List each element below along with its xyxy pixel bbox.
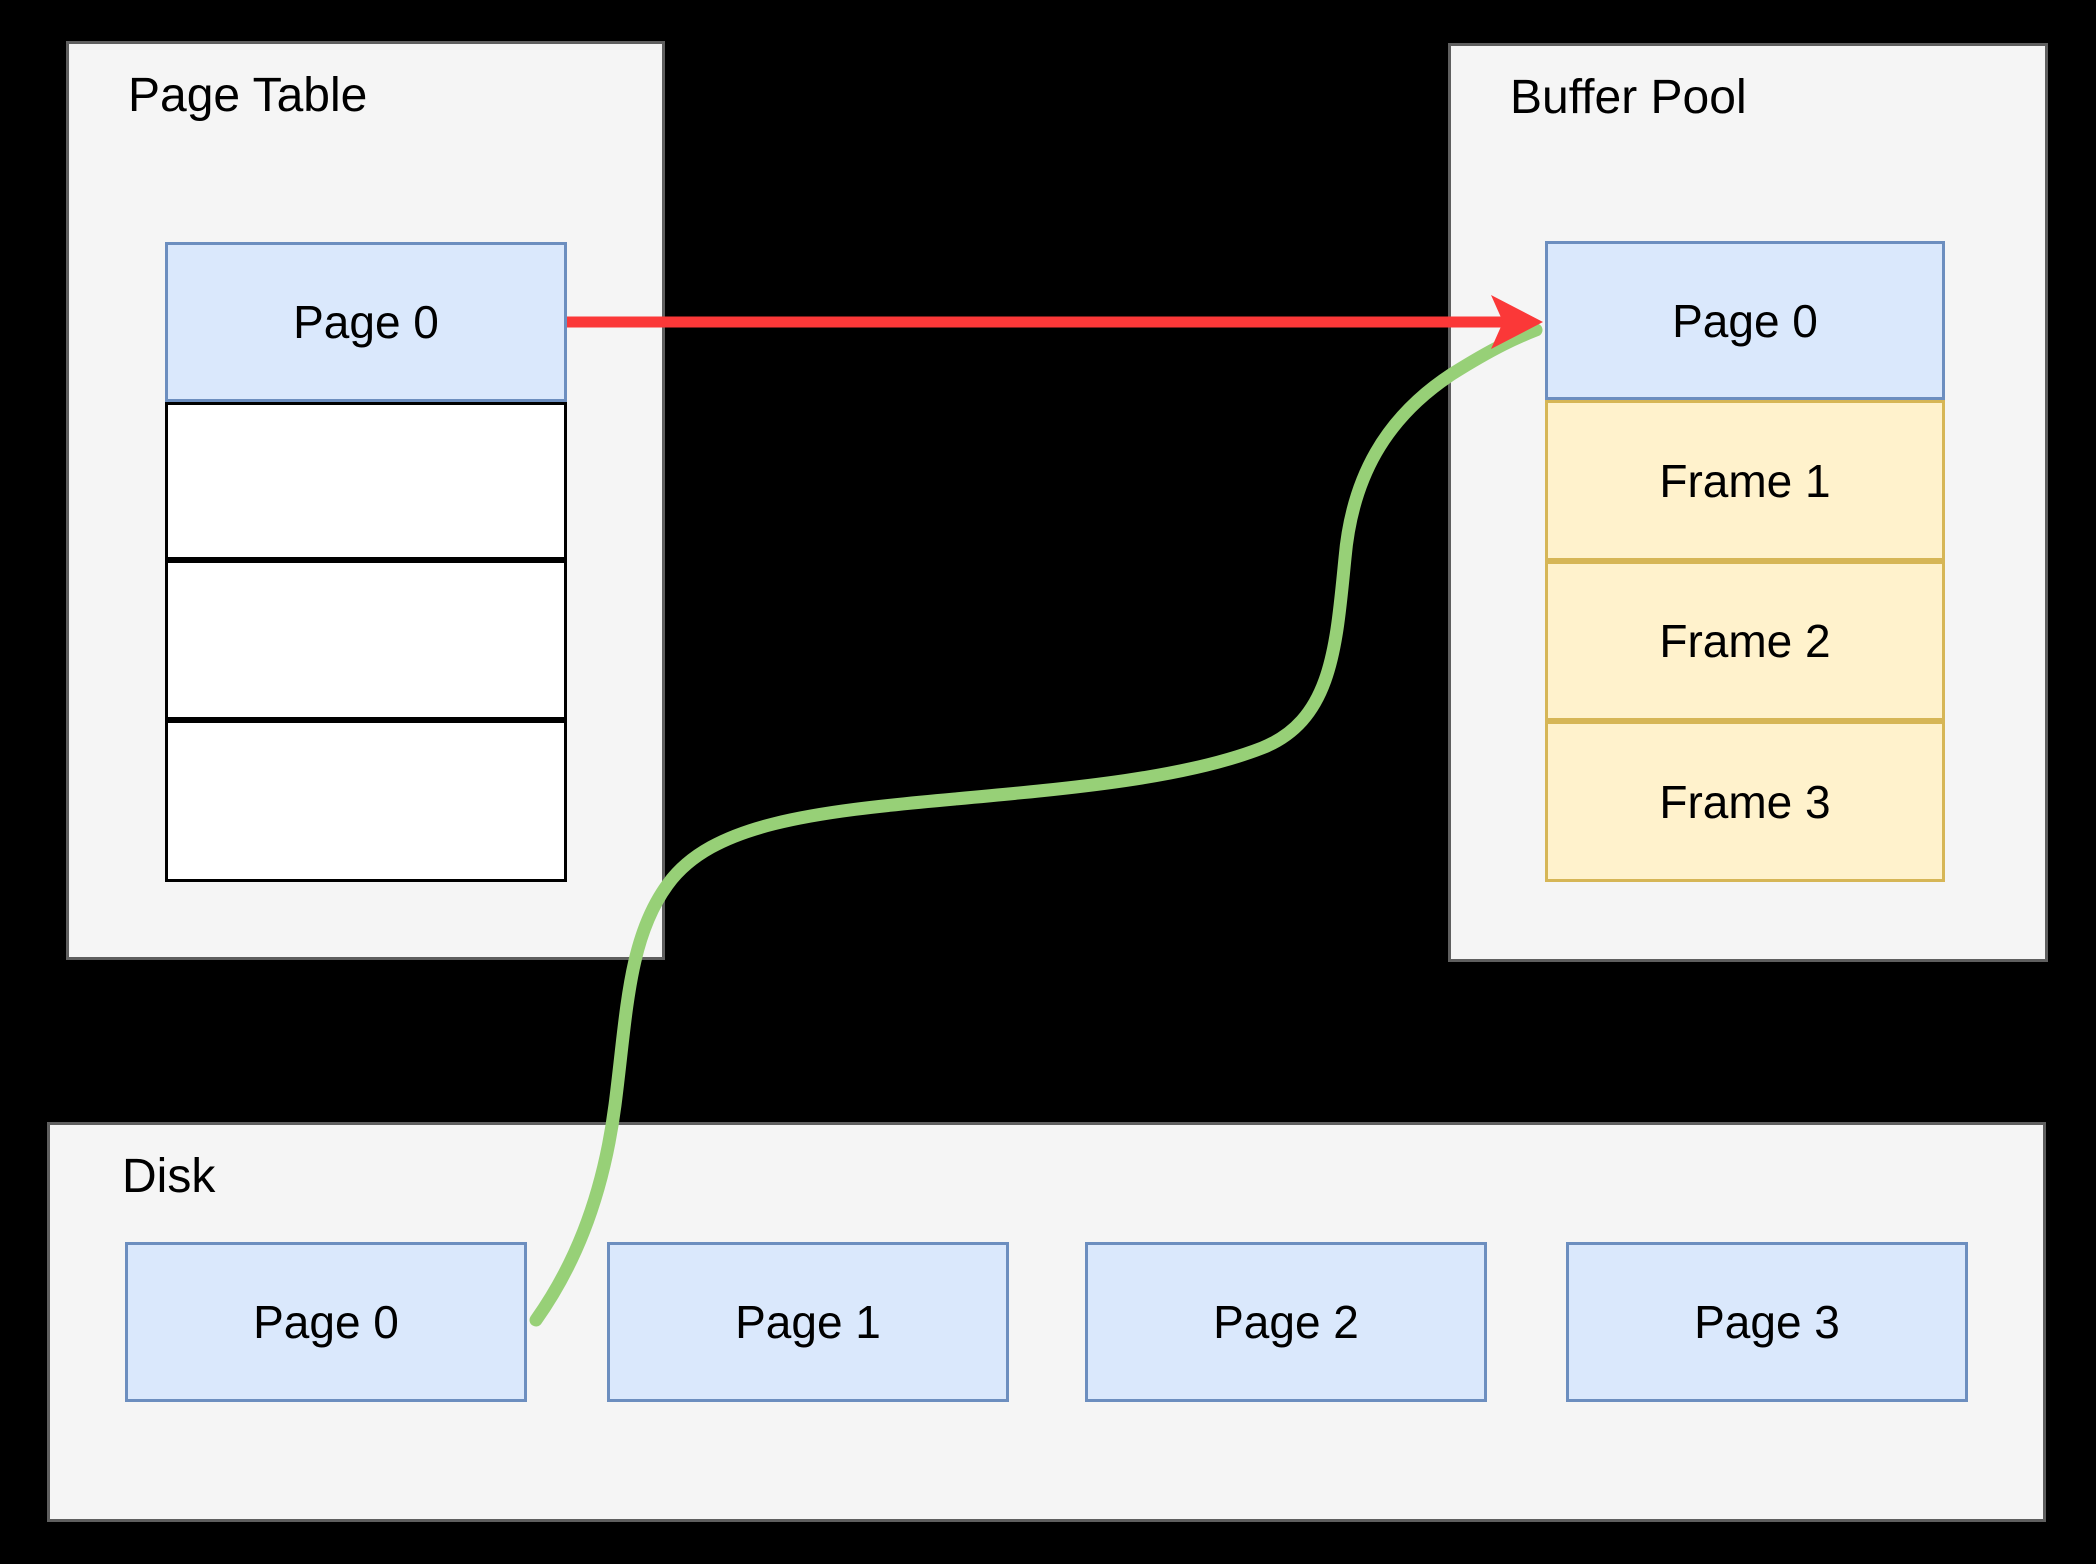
- page-table-empty-cell-2: [165, 560, 567, 720]
- page-table-empty-cell-3: [165, 720, 567, 882]
- page-table-empty-cell-1: [165, 402, 567, 560]
- disk-page0: Page 0: [125, 1242, 527, 1402]
- buffer-pool-cell-frame1: Frame 1: [1545, 400, 1945, 561]
- buffer-pool-cell-page0: Page 0: [1545, 241, 1945, 400]
- buffer-pool-title: Buffer Pool: [1510, 71, 1747, 124]
- disk-title: Disk: [122, 1150, 216, 1203]
- disk-page1: Page 1: [607, 1242, 1009, 1402]
- disk-page3: Page 3: [1566, 1242, 1968, 1402]
- page-table-title: Page Table: [128, 69, 368, 122]
- page-table-cell-page0: Page 0: [165, 242, 567, 402]
- disk-page2: Page 2: [1085, 1242, 1487, 1402]
- buffer-pool-cell-frame2: Frame 2: [1545, 561, 1945, 721]
- buffer-pool-cell-frame3: Frame 3: [1545, 721, 1945, 882]
